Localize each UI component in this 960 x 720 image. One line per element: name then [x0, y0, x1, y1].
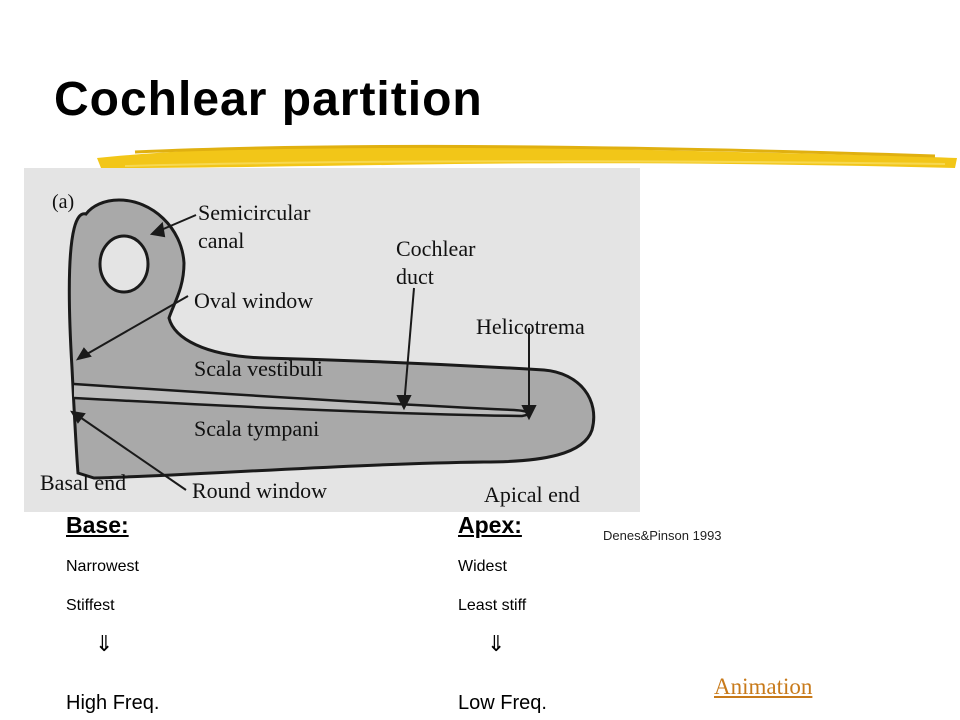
title-underline-brush [97, 144, 957, 168]
oval-window-arrowhead [75, 347, 92, 361]
base-high-freq: High Freq. [66, 692, 160, 714]
helicotrema-arrowhead [521, 405, 537, 421]
round-window-arrowhead [70, 410, 86, 424]
apex-heading: Apex: [458, 512, 522, 538]
label-helicotrema: Helicotrema [476, 314, 585, 339]
cochlear-duct-arrowhead [396, 395, 412, 411]
label-apical-end: Apical end [484, 482, 580, 507]
semicircular-canal-ring [98, 234, 150, 294]
base-stiffest: Stiffest [66, 597, 115, 614]
label-oval-window: Oval window [194, 288, 313, 313]
label-canal: canal [198, 228, 244, 253]
panel-label: (a) [52, 191, 74, 213]
citation: Denes&Pinson 1993 [603, 528, 722, 543]
label-semicircular: Semicircular [198, 200, 311, 225]
base-narrowest: Narrowest [66, 558, 139, 575]
apex-low-freq: Low Freq. [458, 692, 547, 714]
label-scala-tympani: Scala tympani [194, 416, 319, 441]
label-round-window: Round window [192, 478, 327, 503]
base-down-arrow-icon: ⇓ [95, 632, 114, 657]
apex-down-arrow-icon: ⇓ [487, 632, 506, 657]
round-window-pointer [73, 412, 187, 491]
slide-title: Cochlear partition [54, 73, 483, 126]
cochlea-diagram: (a) Semicircular canal Oval window Cochl… [24, 168, 640, 512]
apex-widest: Widest [458, 558, 507, 575]
cochlear-duct-pointer [403, 287, 415, 407]
label-duct: duct [396, 264, 434, 289]
oval-window-pointer [79, 295, 189, 359]
base-heading: Base: [66, 512, 129, 538]
semicircular-arrowhead [149, 221, 166, 238]
label-scala-vestibuli: Scala vestibuli [194, 356, 323, 381]
label-cochlear: Cochlear [396, 236, 476, 261]
label-basal-end: Basal end [40, 470, 126, 495]
animation-link[interactable]: Animation [714, 674, 813, 699]
apex-least-stiff: Least stiff [458, 597, 527, 614]
